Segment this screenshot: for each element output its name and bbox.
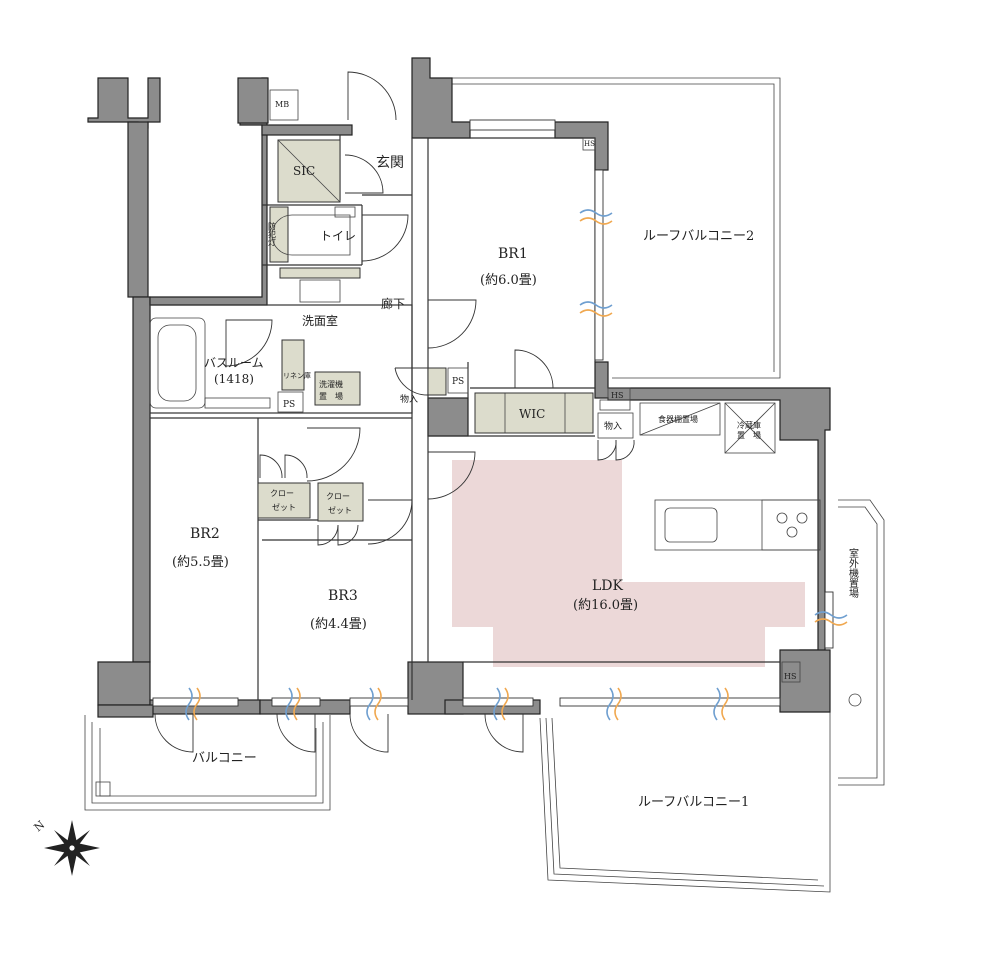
label-bathroom: バスルーム [204,356,264,370]
room-labels: MB SIC 玄関 トイレ 防犯灯 廊下 洗面室 バスルーム (1418) リネ… [172,100,859,810]
label-roof-balcony-2: ルーフバルコニー2 [643,229,754,244]
label-hs-2: HS [611,391,623,400]
label-hs-1: HS [584,140,595,148]
label-br3-size: (約4.4畳) [310,617,367,632]
label-sic: SIC [293,164,315,178]
label-ldk: LDK [592,578,624,594]
label-corridor: 廊下 [381,296,405,311]
label-ps-1: PS [283,400,295,410]
label-bathroom-size: (1418) [214,372,254,386]
label-hs-3: HS [784,672,796,681]
outdoor-unit-area-outline [838,499,885,786]
label-entrance: 玄関 [376,154,404,171]
label-ldk-size: (約16.0畳) [573,598,638,613]
label-fridge-1: 冷蔵庫 [737,420,761,430]
label-closet-b-1: クロー [326,492,350,501]
doors [154,71,635,753]
label-linen: リネン庫 [283,371,311,380]
label-security: 防犯灯 [268,221,277,247]
label-br2-size: (約5.5畳) [172,555,229,570]
label-wic: WIC [519,407,545,421]
roof-balcony-1-outline [539,712,831,893]
ldk-highlight [452,460,805,667]
label-washroom: 洗面室 [302,313,338,328]
label-closet-b-2: ゼット [328,505,352,515]
label-fridge-2: 置 場 [737,430,761,440]
label-br3: BR3 [328,588,358,604]
label-balcony: バルコニー [192,751,257,766]
label-outdoor-unit: 室外機置場 [847,547,859,599]
label-storage-2: 物入 [604,420,622,432]
label-br1-size: (約6.0畳) [480,273,537,288]
label-toilet: トイレ [320,229,356,243]
label-roof-balcony-1: ルーフバルコニー1 [638,795,749,810]
roof-balcony-2-outline [430,77,781,379]
label-mb: MB [275,100,289,109]
label-ps-2: PS [452,377,464,387]
label-cupboard: 食器棚置場 [658,414,698,424]
label-washer-1: 洗濯機 [319,379,343,389]
label-br2: BR2 [190,526,220,542]
compass-rose [44,820,100,876]
label-closet-a-2: ゼット [272,502,296,512]
label-washer-2: 置 場 [319,391,343,401]
compass-north-label: N [32,818,48,834]
fixtures [149,89,821,683]
label-storage-1: 物入 [400,393,418,405]
ventilation-markers [185,209,848,721]
label-closet-a-1: クロー [270,489,294,498]
balcony-outline [84,715,331,811]
label-br1: BR1 [498,246,528,262]
